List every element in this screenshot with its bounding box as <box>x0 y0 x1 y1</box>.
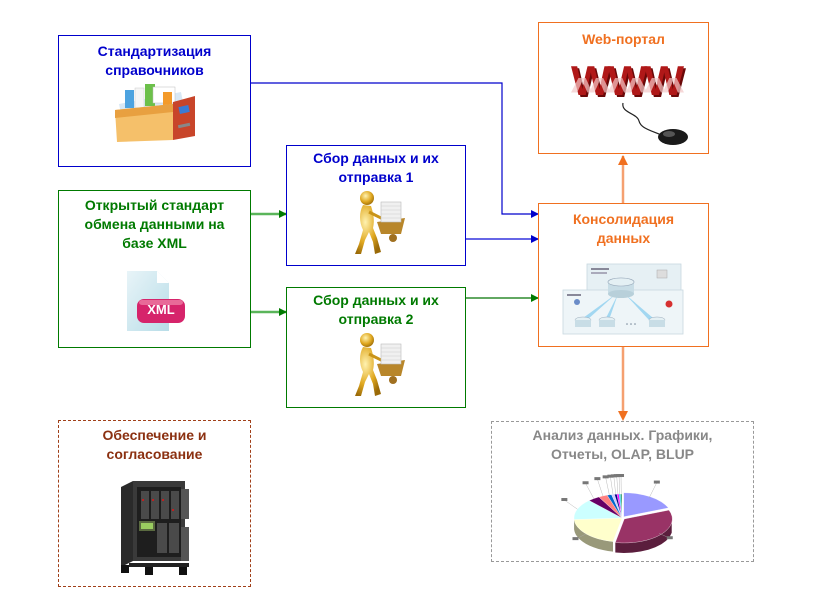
pie-leader-line <box>585 483 594 499</box>
node-title-line: Отчеты, OLAP, BLUP <box>550 446 695 462</box>
pie-leader-line <box>605 477 610 495</box>
node-title-line: Стандартизация <box>97 43 212 59</box>
edge-standardization-to-consolidation <box>250 82 539 218</box>
pie-slice-side <box>574 519 614 552</box>
node-title-line: базе XML <box>122 235 187 251</box>
pie-label-mark <box>653 480 660 484</box>
courier-with-wheelbarrow-icon <box>355 333 405 396</box>
database-network-icon <box>562 263 684 335</box>
www-mouse-icon: WWW WWW <box>561 57 691 149</box>
node-xml-standard[interactable]: Открытый стандарт обмена данными на базе… <box>58 190 251 348</box>
xml-file-icon: XML <box>123 269 187 333</box>
pie-label-mark <box>572 537 579 541</box>
pie-leader-line <box>616 476 619 495</box>
pie-label-mark <box>594 477 601 481</box>
pie-chart-icon <box>561 474 673 553</box>
pie-leader-line <box>613 476 616 495</box>
node-title-line: Сбор данных и их <box>313 150 439 166</box>
arrowhead-down-icon <box>618 411 628 421</box>
pie-leader-line <box>597 479 604 497</box>
pie-leader-line <box>648 482 658 499</box>
www-text: WWW <box>571 57 684 104</box>
node-title-line: Сбор данных и их <box>313 292 439 308</box>
node-title-line: Обеспечение и <box>102 427 207 443</box>
file-cabinet-icon <box>115 84 195 142</box>
pie-leader-line <box>610 476 614 495</box>
node-web-portal[interactable]: Web-портал WWW WWW <box>538 22 709 154</box>
pie-label-mark <box>666 536 673 540</box>
node-title: Web-портал <box>582 31 665 47</box>
node-title-line: данных <box>596 230 651 246</box>
node-title-line: отправка 2 <box>338 311 414 327</box>
pie-label-mark <box>582 481 589 485</box>
pie-slice-side <box>615 522 672 553</box>
pie-slice <box>573 517 623 542</box>
arrowhead-up-icon <box>618 155 628 165</box>
node-standardization[interactable]: Стандартизация справочников <box>58 35 251 167</box>
node-support[interactable]: Обеспечение и согласование <box>58 420 251 587</box>
pie-label-mark <box>602 475 609 479</box>
node-collect-1[interactable]: Сбор данных и их отправка 1 <box>286 145 466 266</box>
xml-badge-label: XML <box>147 302 175 317</box>
pie-label-mark <box>561 498 568 502</box>
pie-leader-line <box>564 499 578 510</box>
node-title-line: Анализ данных. Графики, <box>532 427 713 443</box>
node-title-line: согласование <box>106 446 203 462</box>
node-consolidation[interactable]: Консолидация данных <box>538 203 709 347</box>
node-title-line: Открытый стандарт <box>84 197 225 213</box>
pie-label-mark <box>607 474 614 478</box>
server-rack-icon <box>121 481 189 575</box>
node-title-line: справочников <box>105 62 204 78</box>
node-analysis[interactable]: Анализ данных. Графики, Отчеты, OLAP, BL… <box>491 421 754 562</box>
courier-with-wheelbarrow-icon <box>355 191 405 254</box>
node-title-line: Консолидация <box>572 211 675 227</box>
node-collect-2[interactable]: Сбор данных и их отправка 2 <box>286 287 466 408</box>
pie-label-mark <box>618 474 625 478</box>
pie-slice <box>623 492 669 517</box>
pie-leader-line <box>618 476 620 495</box>
node-title-line: обмена данными на <box>84 216 225 232</box>
node-title-line: отправка 1 <box>338 169 414 185</box>
